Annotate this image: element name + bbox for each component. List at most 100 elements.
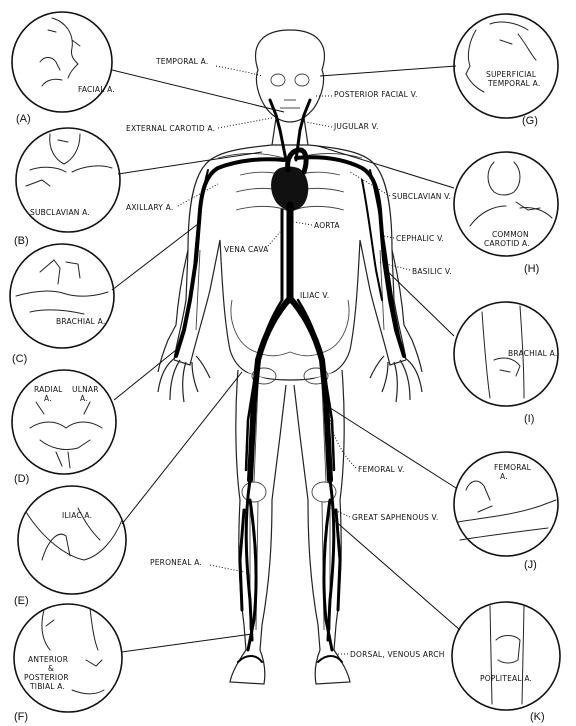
basilic-vein (361, 179, 383, 301)
left-arm-vein (181, 169, 209, 341)
inset-j: FEMORAL A. (J) (453, 451, 559, 571)
label-posterior-facial-v: POSTERIOR FACIAL V. (334, 90, 418, 99)
inset-e-tag: (E) (14, 595, 29, 607)
label-cephalic-v: CEPHALIC V. (396, 234, 444, 243)
inset-j-label-a: A. (500, 472, 508, 481)
inset-i-arm-sketch (481, 305, 525, 399)
jugular-vein (294, 98, 312, 162)
leader-b (117, 151, 263, 175)
label-temporal-a: TEMPORAL A. (155, 57, 208, 66)
cephalic-vein (369, 169, 401, 341)
jaw-lines (280, 99, 300, 109)
dorsal-venous-arch-right (317, 655, 343, 663)
inset-h-label-common: COMMON (492, 230, 529, 239)
leader-g (319, 65, 457, 77)
inset-h-tag: (H) (524, 263, 539, 275)
leader-k (333, 519, 461, 631)
human-figure (157, 29, 423, 685)
inset-c-label: BRACHIAL A. (56, 317, 105, 326)
inset-h-neck-sketch (469, 161, 553, 227)
label-peroneal-a: PERONEAL A. (150, 558, 202, 567)
inset-b-label: SUBCLAVIAN A. (30, 208, 90, 217)
inset-d: RADIAL A. ULNAR A. (D) (11, 369, 117, 485)
inset-f-label-anterior: ANTERIOR (28, 655, 68, 664)
label-great-saphenous-v: GREAT SAPHENOUS V. (352, 513, 439, 522)
label-basilic-v: BASILIC V. (412, 267, 452, 276)
inset-d-circle (11, 369, 117, 475)
inset-e: ILIAC A. (E) (14, 485, 127, 607)
pointer-vena-cava (267, 231, 281, 247)
label-aorta: AORTA (314, 221, 340, 230)
inset-b: SUBCLAVIAN A. (B) (14, 127, 121, 247)
leader-i (383, 267, 455, 337)
hip-joint-right (303, 367, 329, 385)
eye-socket-left (270, 73, 286, 87)
inset-f-label-amp: & (48, 664, 54, 673)
label-jugular-v: JUGULAR V. (333, 122, 379, 131)
inset-e-label: ILIAC A. (62, 511, 92, 520)
inset-h-circle (453, 151, 559, 257)
inset-f-circle (13, 603, 123, 713)
inset-c-circle (9, 243, 115, 349)
right-hand (369, 355, 423, 403)
inset-i-tag: (I) (524, 413, 534, 425)
leader-d (113, 349, 177, 401)
inset-b-circle (15, 127, 121, 233)
inset-j-label-femoral: FEMORAL (494, 463, 532, 472)
inset-f-label-posterior: POSTERIOR (24, 673, 69, 682)
inset-c-tag: (C) (12, 353, 27, 365)
inset-k: POPLITEAL A. (K) (451, 601, 561, 723)
inset-e-hip-sketch (25, 507, 123, 561)
inset-a: FACIAL A. (A) (11, 11, 115, 125)
inset-d-wrist-sketch (29, 401, 103, 469)
inset-a-tag: (A) (16, 113, 31, 125)
inset-c: BRACHIAL A. (C) (9, 243, 115, 365)
inset-b-neck-sketch (25, 133, 113, 187)
inset-d-label-radial-a: A. (44, 394, 52, 403)
leader-h (317, 145, 455, 189)
label-dorsal-venous-arch: DORSAL, VENOUS ARCH (350, 650, 445, 659)
left-femoral-vein (244, 298, 284, 472)
inset-d-label-ulnar: ULNAR (72, 385, 99, 394)
left-lower-leg-vessels (238, 478, 258, 652)
inset-i-label: BRACHIAL A. (508, 349, 557, 358)
right-iliac (287, 295, 333, 483)
aortic-arch (285, 147, 309, 175)
left-hand (157, 355, 211, 403)
leader-e (121, 371, 243, 525)
label-vena-cava: VENA CAVA (224, 245, 269, 254)
vessel-labels: TEMPORAL A. POSTERIOR FACIAL V. EXTERNAL… (126, 57, 452, 659)
inset-d-tag: (D) (14, 473, 29, 485)
inset-i: BRACHIAL A. (I) (453, 301, 559, 425)
pelvis (230, 299, 350, 357)
inset-g-head-sketch (465, 21, 537, 93)
inset-k-circle (451, 601, 561, 711)
inset-g-label-superficial: SUPERFICIAL (486, 70, 537, 79)
inset-j-leg-sketch (457, 480, 557, 541)
inset-a-face-sketch (39, 17, 81, 87)
pointer-basilic-v (377, 261, 411, 271)
pointer-temporal-a (215, 65, 263, 77)
inset-g: SUPERFICIAL TEMPORAL A. (G) (453, 13, 559, 127)
carotid-artery (268, 98, 288, 162)
pointer-jugular-v (305, 121, 333, 128)
leader-a (111, 69, 285, 113)
inset-k-knee-sketch (489, 605, 525, 705)
leader-c (111, 223, 199, 291)
left-iliac (247, 295, 293, 483)
dorsal-venous-arch-left (237, 655, 263, 663)
inset-a-label: FACIAL A. (78, 85, 115, 94)
pointer-aorta (293, 221, 313, 226)
label-external-carotid-a: EXTERNAL CAROTID A. (126, 124, 215, 133)
eye-socket-right (294, 73, 310, 87)
inset-a-circle (11, 11, 113, 113)
label-femoral-v: FEMORAL V. (358, 465, 405, 474)
inset-i-circle (453, 301, 559, 407)
inset-leader-lines (111, 65, 461, 653)
knee-right (311, 481, 337, 503)
label-iliac-v: ILIAC V. (300, 291, 329, 300)
inset-c-arm-sketch (15, 259, 109, 315)
inset-h-label-carotid: CAROTID A. (484, 239, 530, 248)
inset-f-label-tibial: TIBIAL A. (29, 682, 65, 691)
